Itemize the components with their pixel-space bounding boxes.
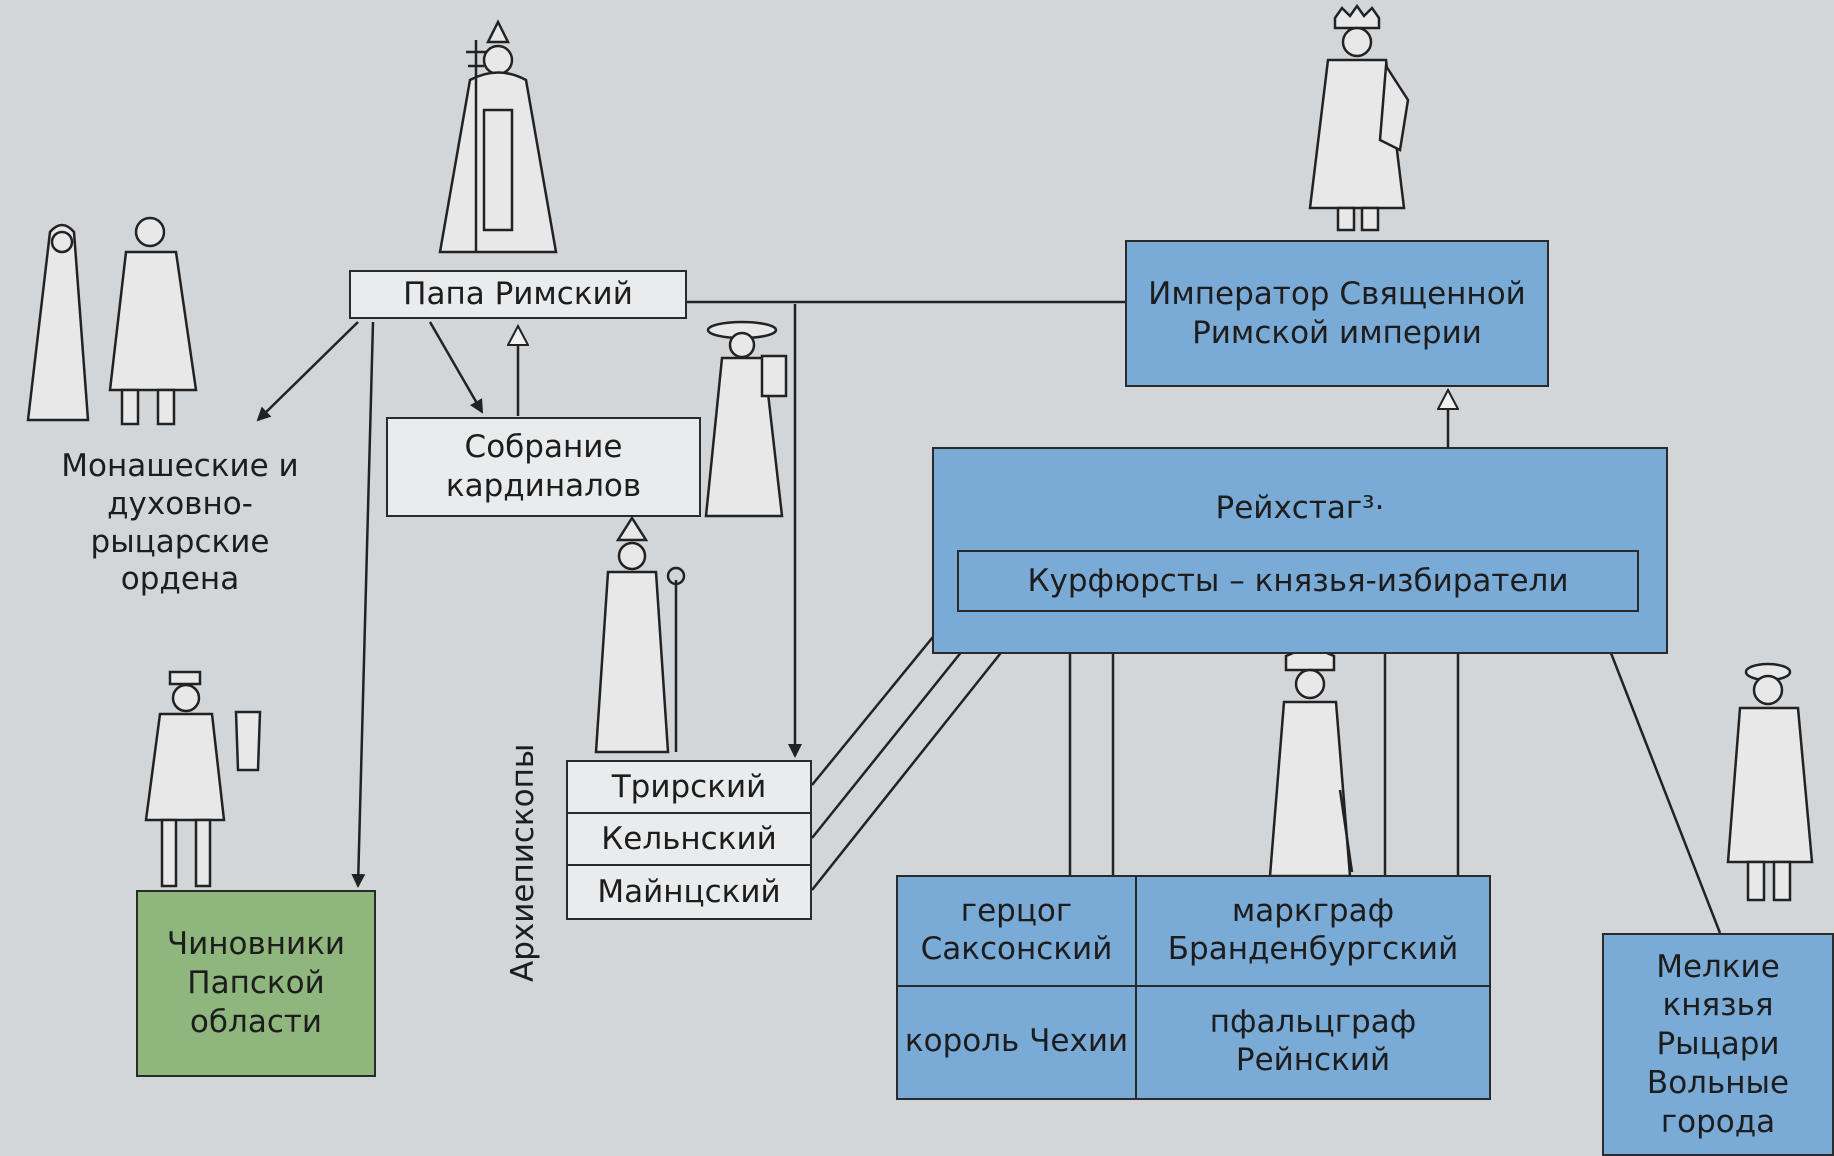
archbishop-trier: Трирский (568, 762, 810, 814)
elector-brandenburg: маркграф Бранденбургский (1167, 893, 1459, 967)
cardinals-box: Собрание кардиналов (386, 417, 701, 517)
pope-figure-icon (438, 19, 558, 254)
pope-officials-arrow (351, 321, 375, 888)
archbishop-cologne: Кельнский (568, 814, 810, 866)
pope-box: Папа Римский (349, 270, 687, 319)
trier-electors-arrow (811, 610, 955, 786)
emperor-label: Император Священной Римской империи (1148, 275, 1526, 351)
officials-box: Чиновники Папской области (136, 890, 376, 1077)
mainz-electors-arrow (811, 610, 1035, 891)
clerk-figure-icon (144, 670, 262, 888)
emperor-box: Император Священной Римской империи (1125, 240, 1549, 387)
orders-label: Монашеские и духовно-рыцарские ордена (61, 448, 299, 598)
knight-figure-icon (108, 216, 198, 426)
lesser-estates-label: Мелкие князья Рыцари Вольные города (1646, 948, 1790, 1140)
elector-saxony: герцог Саксонский (920, 893, 1113, 967)
elector-bohemia: король Чехии (904, 1023, 1129, 1060)
monk-figure-icon (26, 223, 90, 422)
electors-label: Курфюрсты – князья-избиратели (1027, 562, 1569, 599)
cardinal-figure-icon (704, 320, 788, 518)
lesser-estates-box: Мелкие князья Рыцари Вольные города (1602, 933, 1834, 1156)
archbishop-mainz: Майнцский (597, 873, 781, 910)
electors-box: Курфюрсты – князья-избиратели (957, 550, 1639, 612)
pope-label: Папа Римский (403, 276, 633, 313)
noble-figure-icon (1726, 662, 1814, 902)
secular-electors-grid: герцог Саксонский маркграф Бранденбургск… (896, 875, 1491, 1100)
cardinals-label: Собрание кардиналов (445, 429, 642, 504)
archbishops-table: Трирский Кельнский Майнцский (566, 760, 812, 920)
lesser-reichstag-arrow (1595, 612, 1722, 934)
archbishops-label: Архиепископы (505, 743, 541, 982)
archbishop-figure-icon (594, 515, 686, 754)
pope-cardinals-arrow (428, 321, 484, 414)
emperor-figure-icon (1308, 3, 1410, 232)
elector-figure-icon (1268, 644, 1354, 878)
pope-orders-arrow (256, 321, 359, 422)
elector-palatinate: пфальцграф Рейнский (1209, 1004, 1417, 1078)
officials-label: Чиновники Папской области (166, 926, 346, 1040)
reichstag-label: Рейхстаг³· (1215, 490, 1385, 526)
